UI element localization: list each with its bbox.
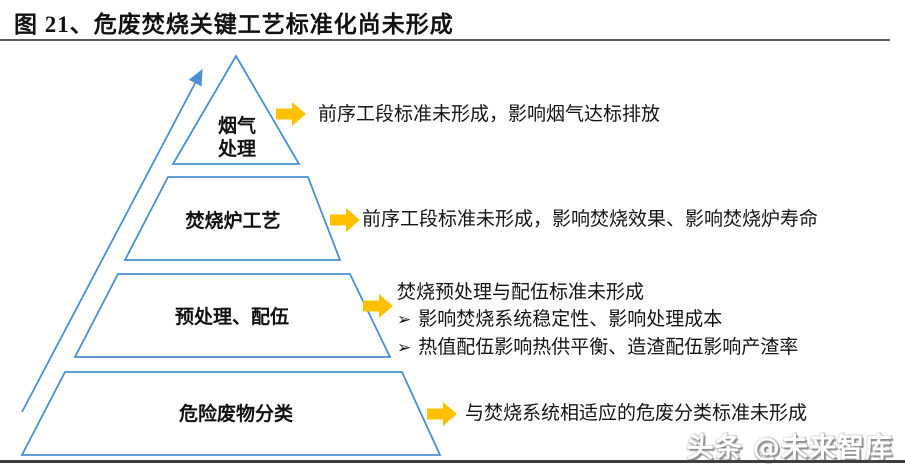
pyramid-level-pretreatment-compatibility: [73, 273, 392, 358]
pyramid-label-incinerator-process: 焚烧炉工艺: [185, 210, 280, 233]
annotation-flue-gas: 前序工段标准未形成，影响烟气达标排放: [318, 103, 661, 125]
annotation-incinerator: 前序工段标准未形成，影响焚烧效果、影响焚烧炉寿命: [362, 208, 819, 230]
label-line: 危险废物分类: [178, 403, 294, 425]
callout-arrow-icon: [427, 402, 457, 426]
figure-title: 图 21、危废焚烧关键工艺标准化尚未形成: [14, 12, 454, 37]
ascending-arrow: [21, 68, 203, 413]
arrowhead-bullet-icon: ➢: [397, 310, 412, 330]
pyramid-label-hazardous-waste-classification: 危险废物分类: [179, 403, 293, 426]
annotation-heading: 焚烧预处理与配伍标准未形成: [397, 281, 645, 303]
bottom-rule: [0, 460, 905, 463]
callout-arrow-icon: [363, 294, 393, 318]
annotation-bullet-text: 热值配伍影响热供平衡、造渣配伍影响产渣率: [418, 336, 799, 358]
title-underline: [0, 39, 890, 41]
annotation-bullet-item: ➢ 热值配伍影响热供平衡、造渣配伍影响产渣率: [397, 334, 798, 362]
pyramid-level-hazardous-waste-classification: [20, 371, 442, 456]
callout-arrow-icon: [276, 102, 306, 126]
pyramid-label-flue-gas-treatment: 烟气 处理: [218, 115, 256, 161]
label-line: 处理: [217, 138, 257, 160]
pyramid-level-incinerator-process: [123, 176, 342, 261]
label-line: 预处理、配伍: [174, 306, 290, 328]
annotation-bullet-item: ➢ 影响焚烧系统稳定性、影响处理成本: [397, 306, 798, 334]
callout-arrow-icon: [330, 208, 360, 232]
label-line: 烟气: [217, 115, 257, 137]
label-line: 焚烧炉工艺: [185, 210, 281, 232]
annotation-pretreatment: 焚烧预处理与配伍标准未形成 ➢ 影响焚烧系统稳定性、影响处理成本 ➢ 热值配伍影响热…: [397, 279, 798, 362]
annotation-bullet-text: 影响焚烧系统稳定性、影响处理成本: [418, 308, 723, 330]
pyramid-label-pretreatment-compatibility: 预处理、配伍: [175, 306, 289, 329]
arrowhead-bullet-icon: ➢: [397, 338, 412, 358]
watermark: 头条 @未来智库: [686, 433, 893, 464]
annotation-classification: 与焚烧系统相适应的危废分类标准未形成: [465, 402, 808, 424]
pyramid-level-flue-gas-treatment: [171, 54, 301, 165]
